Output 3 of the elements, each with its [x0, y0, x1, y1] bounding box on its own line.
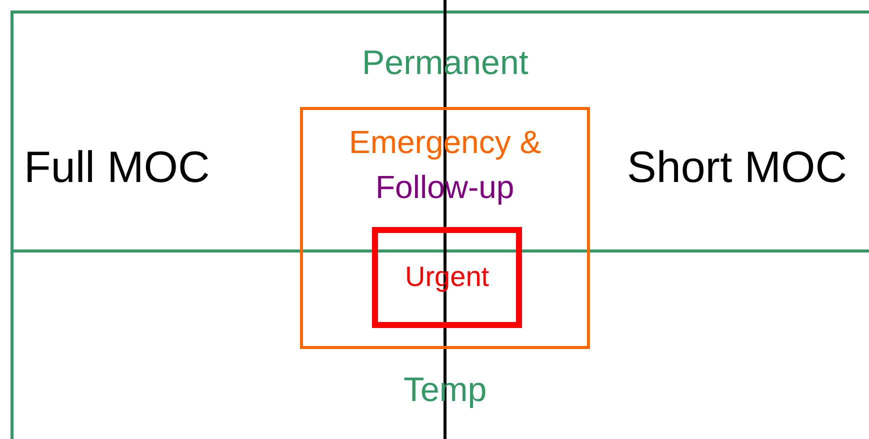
category-box	[300, 107, 590, 349]
quadrant-label: Short MOC	[627, 146, 848, 190]
quadrant-label: Full MOC	[24, 146, 210, 190]
